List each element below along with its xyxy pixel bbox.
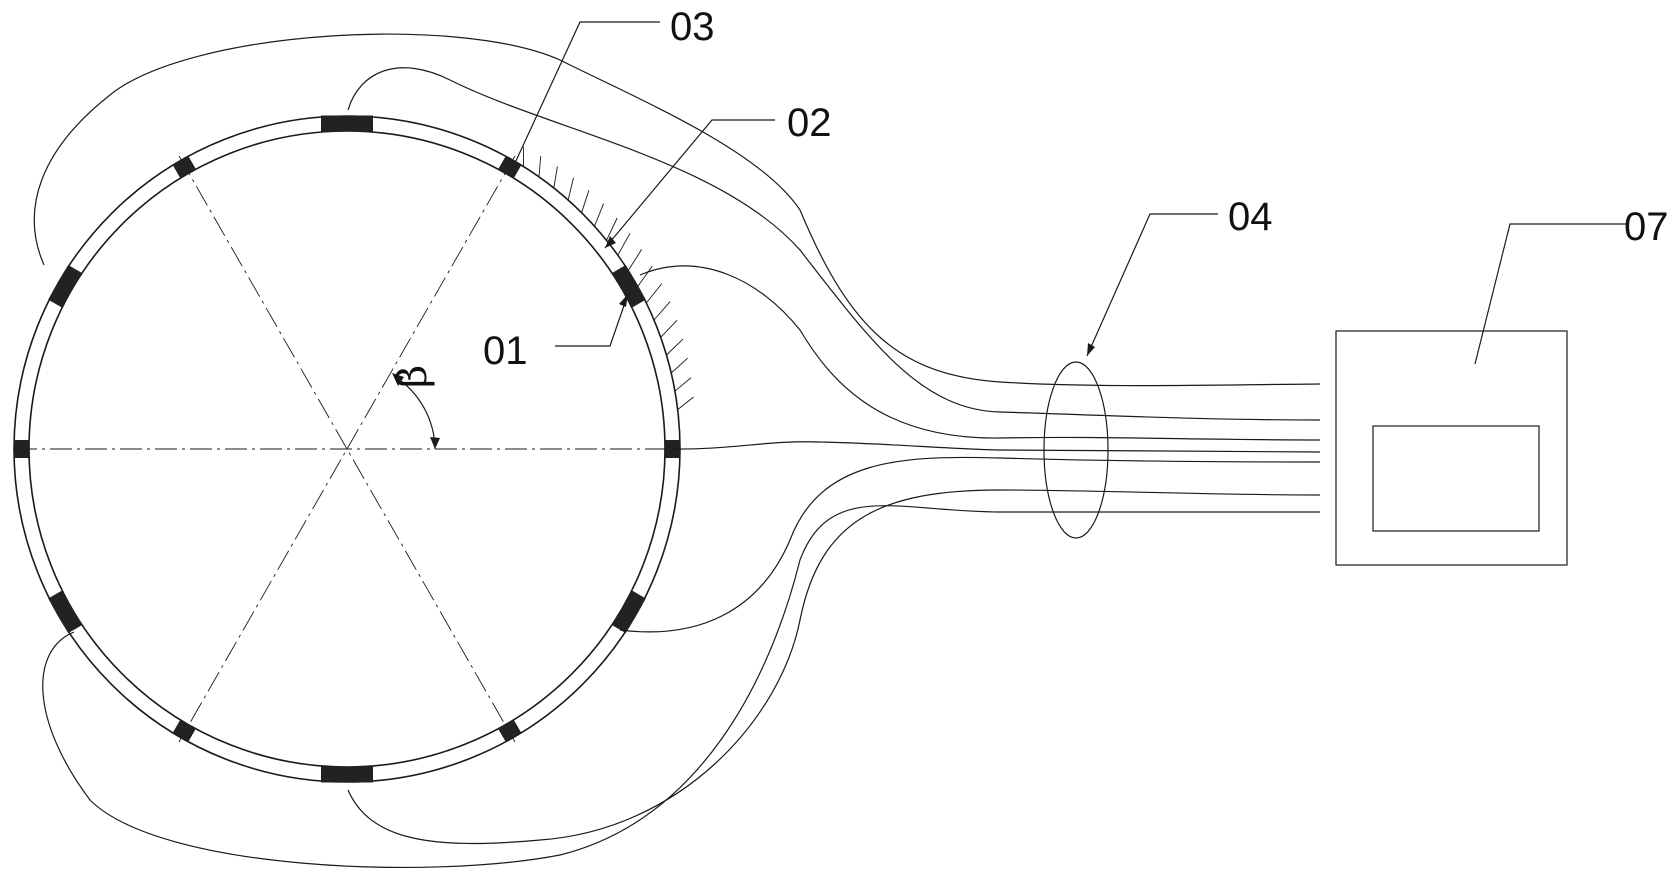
hatch-line (654, 302, 670, 320)
hatch-line (661, 320, 677, 337)
hatch-line (671, 358, 687, 373)
instrument-box (1336, 331, 1567, 565)
insulation-hatch (524, 147, 694, 410)
electrode-pad (48, 590, 82, 633)
hatch-line (539, 156, 541, 177)
hatch-line (607, 218, 618, 240)
electrode-pad (321, 767, 373, 783)
label-02: 02 (787, 101, 832, 145)
hatch-line (628, 249, 642, 270)
angle-arrow-bottom (430, 437, 440, 449)
label-07: 07 (1624, 205, 1669, 249)
electrode-pad (321, 116, 373, 132)
hatch-line (675, 378, 691, 392)
leader-03 (515, 22, 660, 163)
hatch-line (582, 190, 589, 212)
label-03: 03 (670, 5, 715, 49)
hatch-line (554, 167, 558, 189)
leader-04-arrow (1087, 343, 1095, 356)
electrode-pad (15, 440, 29, 458)
hatch-line (618, 233, 630, 255)
hatch-line (568, 178, 573, 200)
electrode-pad (48, 265, 82, 308)
hatch-line (667, 339, 684, 355)
electrode-pad (173, 720, 196, 741)
leader-02 (605, 120, 775, 248)
label-04: 04 (1228, 195, 1273, 239)
instrument-screen (1373, 426, 1539, 531)
electrode-pad (612, 265, 646, 308)
electrode-pad (612, 590, 646, 633)
electrode-pad (499, 720, 522, 741)
hatch-line (638, 266, 653, 286)
electrode-pad (499, 157, 522, 178)
label-beta: β (390, 365, 436, 388)
label-01: 01 (483, 329, 528, 373)
leader-01-arrow (619, 294, 628, 307)
hatch-line (646, 284, 662, 303)
leader-04 (1087, 214, 1218, 356)
leader-07 (1475, 224, 1627, 364)
hatch-line (595, 204, 604, 227)
hatch-line (678, 397, 694, 410)
electrode-pad (173, 157, 196, 178)
leader-01 (555, 294, 628, 346)
